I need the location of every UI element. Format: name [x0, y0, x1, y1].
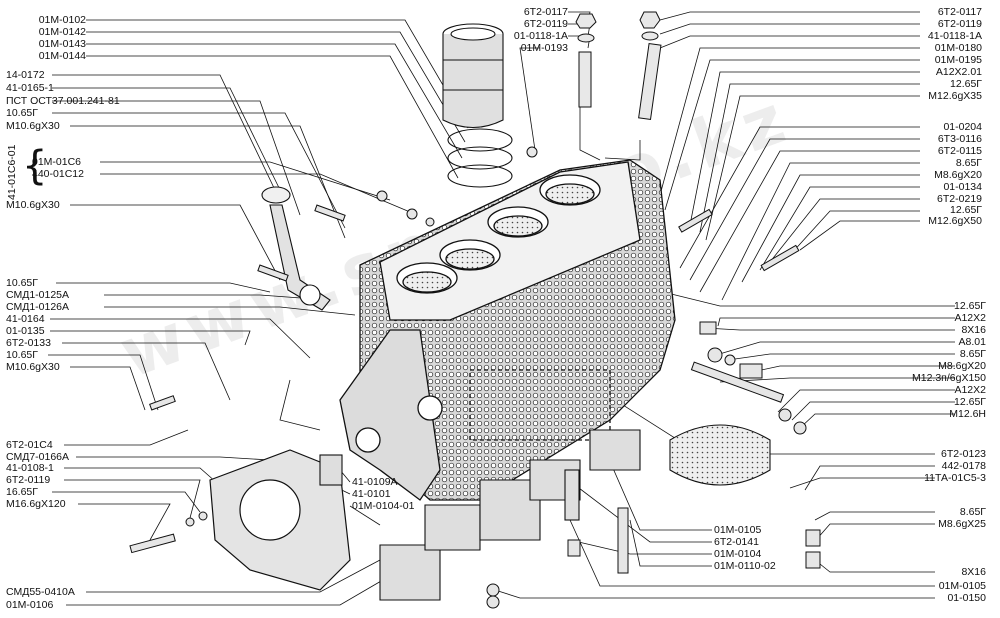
label-01m-0104-01: 01М-0104-01	[352, 500, 415, 512]
label-r-11ta-01c5-3: 11ТА-01С5-3	[924, 472, 986, 484]
label-m16-6gx120: М16.6gХ120	[6, 498, 66, 510]
label-r-m12-6gx35: М12.6gХ35	[928, 90, 982, 102]
label-41-0109a: 41-0109А	[352, 476, 398, 488]
label-smd7-0166a: СМД7-0166А	[6, 451, 70, 463]
label-01m-0110-02: 01М-0110-02	[714, 560, 776, 572]
label-01m-0105-b: 01М-0105	[714, 524, 762, 536]
label-r-m12-6gx50: М12.6gХ50	[928, 215, 982, 227]
label-01m-01c6: 01М-01С6	[32, 156, 82, 168]
label-440-01c12: 440-01С12	[32, 168, 84, 180]
label-r-a8-01: А8.01	[958, 336, 986, 348]
cylinder-liner	[442, 23, 513, 188]
label-m10-6gx30-c: М10.6gХ30	[6, 361, 60, 373]
label-r-12-65g-b: 12.65Г	[950, 204, 982, 216]
label-r-a12x2-b: А12Х2	[954, 384, 986, 396]
label-41-0108-1: 41-0108-1	[6, 462, 54, 474]
label-r-6t2-0117: 6Т2-0117	[937, 6, 982, 18]
label-brace: {	[22, 143, 48, 189]
label-r-a12x2-01: А12Х2.01	[935, 66, 982, 78]
label-10-65g-a: 10.65Г	[6, 107, 38, 119]
engine-block	[339, 159, 676, 501]
label-r-01m-0180: 01М-0180	[934, 42, 982, 54]
label-r-8x16-b: 8Х16	[961, 566, 986, 578]
label-smd55-0410a: СМД55-0410А	[6, 586, 75, 598]
label-6t2-0141: 6Т2-0141	[714, 536, 759, 548]
label-top-6t2-0117: 6Т2-0117	[523, 6, 568, 18]
label-r-6t3-0116: 6Т3-0116	[937, 133, 982, 145]
label-r-8-65g-a: 8.65Г	[955, 157, 982, 169]
label-r-12-65g-d: 12.65Г	[954, 396, 986, 408]
label-r-6t2-0123: 6Т2-0123	[941, 448, 986, 460]
rear-plate	[209, 449, 351, 591]
label-m10-6gx30-a: М10.6gХ30	[6, 120, 60, 132]
label-r-m12-3p-6gx150: М12.3п/6gХ150	[912, 372, 986, 384]
label-r-12-65g-a: 12.65Г	[950, 78, 982, 90]
label-r-m12-6h: М12.6Н	[949, 408, 986, 420]
label-smd1-0126a: СМД1-0126А	[6, 301, 70, 313]
label-r-m8-6gx20-b: М8.6gХ20	[938, 360, 986, 372]
label-pst-ost: ПСТ ОСТ37.001.241-81	[6, 95, 120, 107]
label-01m-0102: 01М-0102	[38, 14, 86, 26]
label-r-01m-0195: 01М-0195	[934, 54, 982, 66]
label-smd1-0125a: СМД1-0125А	[6, 289, 70, 301]
label-01m-0142: 01М-0142	[38, 26, 86, 38]
label-41-01c6-01: 41-01С6-01	[6, 144, 18, 200]
label-r-01m-0105: 01М-0105	[938, 580, 986, 592]
label-r-a12x2-a: А12Х2	[954, 312, 986, 324]
bearing-caps	[319, 429, 641, 601]
label-r-m8-6gx20-a: М8.6gХ20	[934, 169, 982, 181]
label-14-0172: 14-0172	[6, 69, 45, 81]
seal-cover	[669, 424, 771, 486]
label-01m-0143: 01М-0143	[38, 38, 86, 50]
label-6t2-0119-left: 6Т2-0119	[6, 474, 51, 486]
label-r-12-65g-c: 12.65Г	[954, 300, 986, 312]
label-top-01-0118-1a: 01-0118-1А	[513, 30, 568, 42]
label-r-8x16-a: 8Х16	[961, 324, 986, 336]
label-01-0135: 01-0135	[6, 325, 45, 337]
label-r-01-0134: 01-0134	[943, 181, 982, 193]
label-01m-0106: 01М-0106	[6, 599, 54, 611]
label-01m-0144: 01М-0144	[38, 50, 86, 62]
label-41-0165-1: 41-0165-1	[6, 82, 54, 94]
label-top-01m-0193: 01М-0193	[520, 42, 568, 54]
label-r-01-0150: 01-0150	[947, 592, 986, 604]
label-01m-0104: 01М-0104	[714, 548, 762, 560]
fasteners	[129, 190, 821, 609]
label-6t2-0133: 6Т2-0133	[6, 337, 51, 349]
label-r-6t2-0219: 6Т2-0219	[937, 193, 982, 205]
label-r-442-0178: 442-0178	[941, 460, 986, 472]
label-top-6t2-0119: 6Т2-0119	[523, 18, 568, 30]
label-10-65g-b: 10.65Г	[6, 277, 38, 289]
label-6t2-01c4: 6Т2-01С4	[6, 439, 53, 451]
label-10-65g-c: 10.65Г	[6, 349, 38, 361]
label-m10-6gx30-b: М10.6gХ30	[6, 199, 60, 211]
label-r-8-65g-c: 8.65Г	[959, 506, 986, 518]
label-r-8-65g-b: 8.65Г	[959, 348, 986, 360]
label-r-41-0118-1a: 41-0118-1А	[927, 30, 982, 42]
label-41-0164: 41-0164	[6, 313, 45, 325]
water-pipe	[261, 186, 331, 311]
top-studs	[526, 11, 662, 204]
label-41-0101: 41-0101	[352, 488, 391, 500]
label-16-65g: 16.65Г	[6, 486, 38, 498]
label-r-m8-6gx25: М8.6gХ25	[938, 518, 986, 530]
label-r-6t2-0119: 6Т2-0119	[937, 18, 982, 30]
label-r-01-0204: 01-0204	[943, 121, 982, 133]
label-r-6t2-0115: 6Т2-0115	[937, 145, 982, 157]
